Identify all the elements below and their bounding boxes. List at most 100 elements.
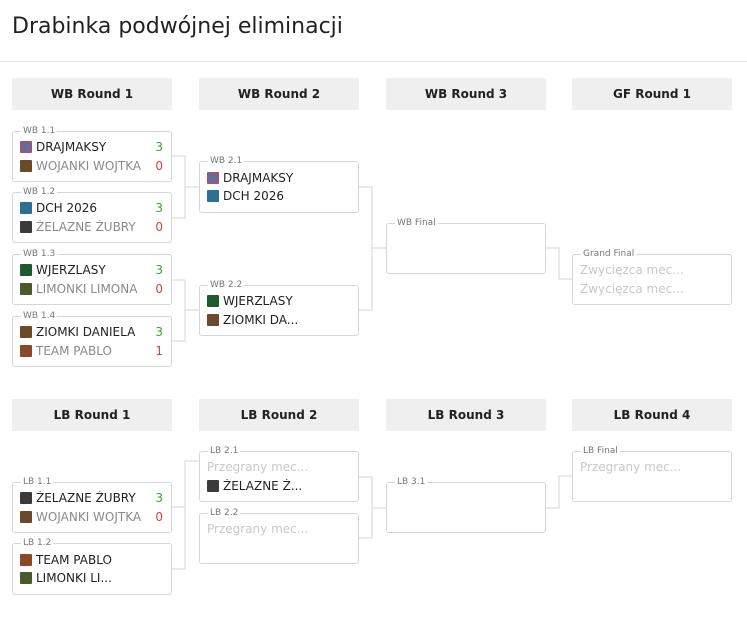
match-wb-2-2[interactable]: WJERZLASY ZIOMKI DA...: [199, 285, 359, 336]
match-lb-2-1[interactable]: Przegrany mec... ŻELAZNE Ż...: [199, 451, 359, 502]
title-divider: [0, 61, 747, 62]
team-slot: WOJANKI WOJTKA 0: [20, 508, 163, 526]
team-score: 0: [155, 510, 163, 524]
team-name: Zwycięzca mec...: [580, 263, 684, 277]
team-logo-icon: [207, 314, 219, 326]
match-label: WB 1.2: [21, 187, 58, 198]
team-logo-icon: [20, 572, 32, 584]
team-slot: ŻELAZNE ŻUBRY 0: [20, 218, 163, 236]
team-logo-icon: [207, 172, 219, 184]
team-slot: Przegrany mec...: [207, 520, 350, 538]
team-logo-icon: [20, 492, 32, 504]
team-logo-icon: [20, 283, 32, 295]
team-name: Przegrany mec...: [207, 460, 309, 474]
team-slot: DRAJMAKSY 3: [20, 138, 163, 156]
team-name: ŻELAZNE ŻUBRY: [36, 220, 136, 234]
team-name: LIMONKI LI...: [36, 571, 112, 585]
team-score: 3: [155, 263, 163, 277]
match-lb-1-1[interactable]: ŻELAZNE ŻUBRY 3 WOJANKI WOJTKA 0: [12, 482, 172, 533]
team-slot: Przegrany mec...: [207, 458, 350, 476]
match-wb-1-1[interactable]: DRAJMAKSY 3 WOJANKI WOJTKA 0: [12, 131, 172, 182]
team-name: ZIOMKI DANIELA: [36, 325, 136, 339]
team-name: DCH 2026: [36, 201, 97, 215]
team-name: ZIOMKI DA...: [223, 313, 299, 327]
match-label: LB 1.2: [21, 538, 54, 549]
header-wb-round-2: WB Round 2: [199, 78, 359, 110]
team-slot: ZIOMKI DANIELA 3: [20, 323, 163, 341]
team-name: Przegrany mec...: [580, 460, 682, 474]
team-name: ŻELAZNE Ż...: [223, 479, 303, 493]
team-logo-icon: [20, 264, 32, 276]
team-score: 0: [155, 282, 163, 296]
team-name: Przegrany mec...: [207, 522, 309, 536]
team-slot: TEAM PABLO 1: [20, 342, 163, 360]
match-lb-final[interactable]: Przegrany mec...: [572, 451, 732, 502]
match-wb-1-3[interactable]: WJERZLASY 3 LIMONKI LIMONA 0: [12, 254, 172, 305]
match-label: LB 2.2: [208, 508, 241, 519]
team-name: WJERZLASY: [223, 294, 293, 308]
header-lb-round-3: LB Round 3: [386, 399, 546, 431]
team-slot: TEAM PABLO: [20, 551, 163, 569]
match-label: WB 1.1: [21, 126, 58, 137]
team-slot: ŻELAZNE ŻUBRY 3: [20, 489, 163, 507]
team-name: WJERZLASY: [36, 263, 106, 277]
team-logo-icon: [20, 345, 32, 357]
team-name: WOJANKI WOJTKA: [36, 159, 142, 173]
match-label: LB 2.1: [208, 446, 241, 457]
team-score: 0: [155, 159, 163, 173]
team-score: 3: [155, 325, 163, 339]
match-wb-2-1[interactable]: DRAJMAKSY DCH 2026: [199, 161, 359, 213]
team-logo-icon: [20, 511, 32, 523]
team-slot: Zwycięzca mec...: [580, 280, 723, 298]
team-slot: DRAJMAKSY: [207, 169, 350, 187]
team-slot: WJERZLASY 3: [20, 261, 163, 279]
team-name: DRAJMAKSY: [36, 140, 107, 154]
match-grand-final[interactable]: Zwycięzca mec... Zwycięzca mec...: [572, 254, 732, 305]
team-score: 3: [155, 491, 163, 505]
team-slot: WJERZLASY: [207, 292, 350, 310]
team-name: TEAM PABLO: [36, 553, 112, 567]
match-wb-1-4[interactable]: ZIOMKI DANIELA 3 TEAM PABLO 1: [12, 316, 172, 367]
team-score: 0: [155, 220, 163, 234]
team-name: WOJANKI WOJTKA: [36, 510, 142, 524]
match-label: WB 2.2: [208, 280, 245, 291]
team-slot: Zwycięzca mec...: [580, 261, 723, 279]
team-score: 3: [155, 201, 163, 215]
match-lb-1-2[interactable]: TEAM PABLO LIMONKI LI...: [12, 543, 172, 595]
header-wb-round-1: WB Round 1: [12, 78, 172, 110]
match-label: WB 1.3: [21, 249, 58, 260]
header-wb-round-3: WB Round 3: [386, 78, 546, 110]
team-slot: DCH 2026: [207, 187, 350, 205]
team-slot: LIMONKI LIMONA 0: [20, 280, 163, 298]
header-gf-round-1: GF Round 1: [572, 78, 732, 110]
team-logo-icon: [20, 202, 32, 214]
team-name: DCH 2026: [223, 189, 284, 203]
team-name: TEAM PABLO: [36, 344, 112, 358]
team-slot: ZIOMKI DA...: [207, 311, 350, 329]
match-label: LB 1.1: [21, 477, 54, 488]
match-wb-1-2[interactable]: DCH 2026 3 ŻELAZNE ŻUBRY 0: [12, 192, 172, 243]
team-logo-icon: [20, 326, 32, 338]
header-lb-round-1: LB Round 1: [12, 399, 172, 431]
page-title: Drabinka podwójnej eliminacji: [12, 14, 343, 39]
match-label: LB 3.1: [395, 477, 428, 488]
match-label: WB 1.4: [21, 311, 58, 322]
match-label: Grand Final: [581, 249, 637, 260]
header-lb-round-2: LB Round 2: [199, 399, 359, 431]
team-logo-icon: [20, 141, 32, 153]
team-logo-icon: [20, 554, 32, 566]
team-logo-icon: [207, 295, 219, 307]
match-lb-2-2[interactable]: Przegrany mec...: [199, 513, 359, 564]
match-lb-3-1[interactable]: [386, 482, 546, 533]
team-slot: DCH 2026 3: [20, 199, 163, 217]
team-slot: Przegrany mec...: [580, 458, 723, 476]
match-wb-final[interactable]: [386, 223, 546, 274]
team-slot: WOJANKI WOJTKA 0: [20, 157, 163, 175]
match-label: LB Final: [581, 446, 620, 457]
team-logo-icon: [207, 480, 219, 492]
team-name: Zwycięzca mec...: [580, 282, 684, 296]
team-name: LIMONKI LIMONA: [36, 282, 138, 296]
team-logo-icon: [207, 190, 219, 202]
team-score: 3: [155, 140, 163, 154]
